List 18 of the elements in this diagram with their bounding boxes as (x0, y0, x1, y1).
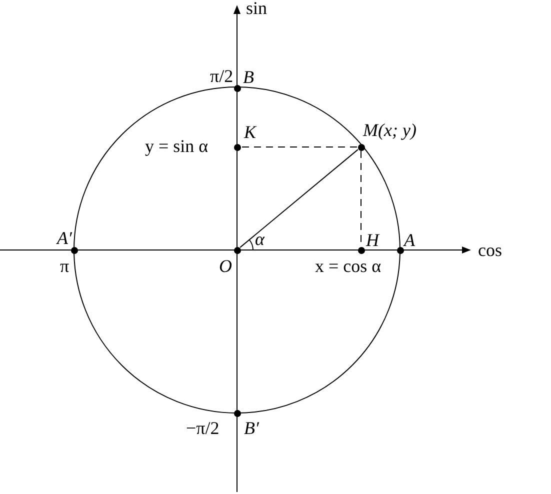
value-label: y = sin α (145, 136, 208, 156)
angle-label: α (255, 229, 264, 249)
axis-label: cos (478, 240, 502, 260)
value-label: π/2 (210, 66, 234, 86)
point-label: B (243, 67, 254, 87)
dashed-line (240, 146, 358, 148)
point-label: B′ (244, 418, 259, 438)
point-label: A (404, 230, 415, 250)
point-label: M(x; y) (363, 120, 416, 140)
axis-label: sin (246, 0, 268, 18)
point-label: A′ (57, 228, 72, 248)
value-label: x = cos α (315, 256, 382, 276)
value-label: π (60, 256, 70, 276)
point-label: H (366, 230, 379, 250)
point-label: K (244, 122, 256, 142)
value-label: −π/2 (186, 418, 220, 438)
segment (240, 149, 358, 248)
point-label: O (219, 256, 232, 276)
